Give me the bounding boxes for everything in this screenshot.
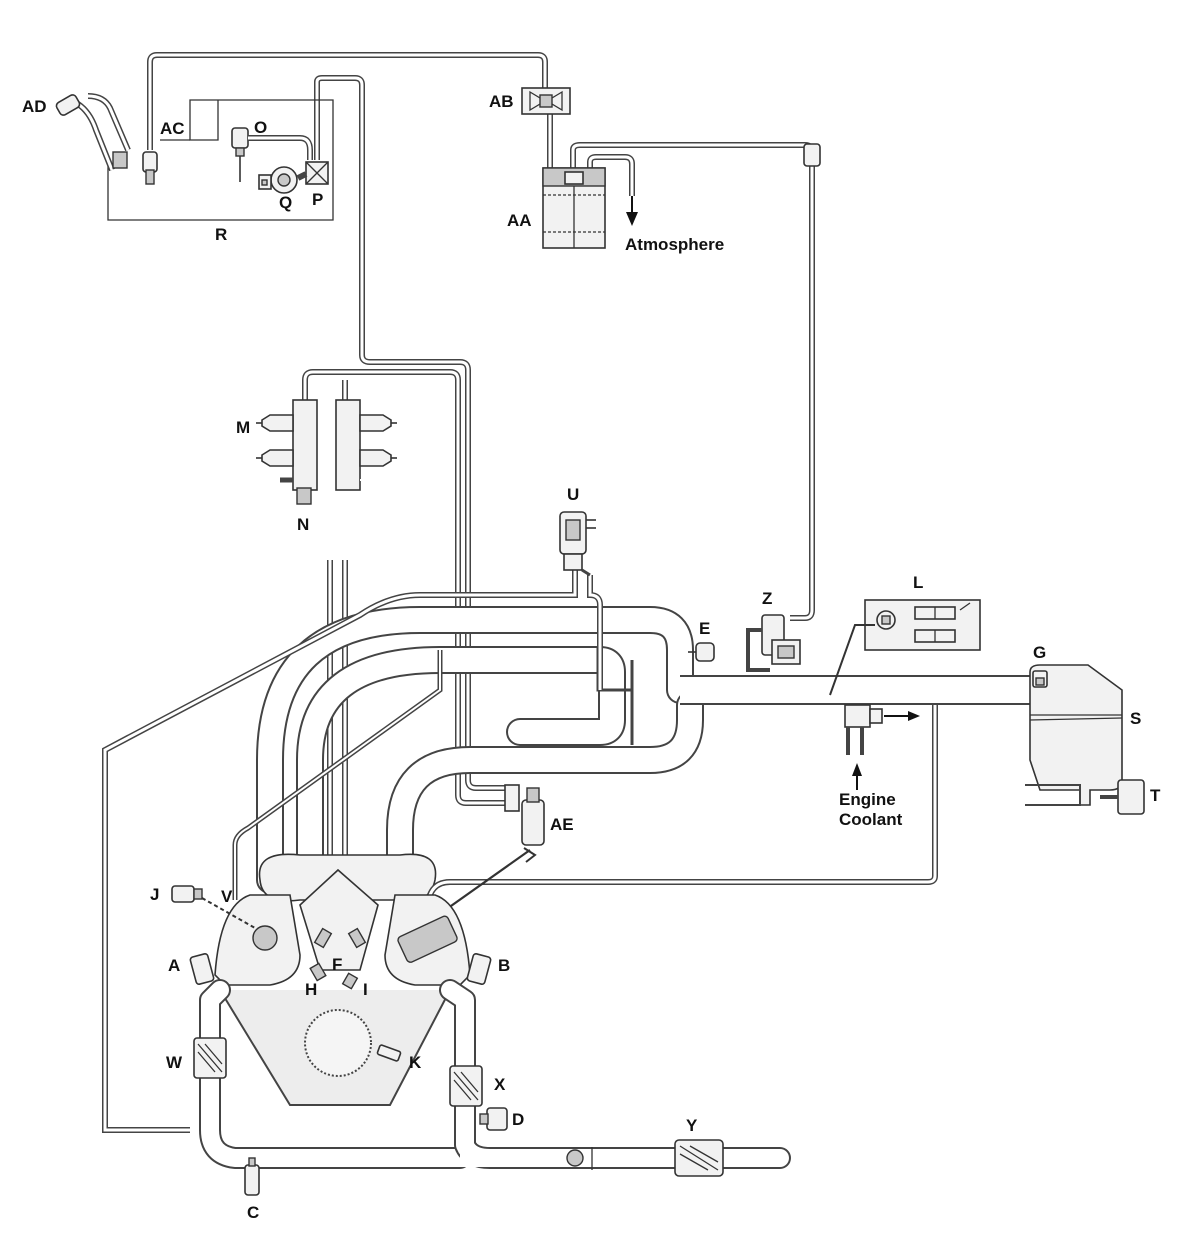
component-labels: AD AC O Q P R AB AA Atmosphere M N U E Z… [22,92,1161,1222]
label-j: J [150,885,159,904]
fuel-pump-module-sensor [231,127,313,182]
engine-block [214,868,471,1106]
label-x: X [494,1075,506,1094]
coolant-return-line [427,705,938,897]
fuel-tank-outline [55,93,334,221]
label-m: M [236,418,250,437]
oxygen-sensor-a [189,953,215,985]
engine-coolant-label-2: Coolant [839,810,903,829]
label-c: C [247,1203,259,1222]
intake-ducting [232,606,1030,902]
resonator-t [1100,779,1145,815]
label-h: H [305,980,317,999]
label-ad: AD [22,97,47,116]
label-z: Z [762,589,772,608]
label-i: I [363,980,368,999]
fuel-injectors [256,414,397,467]
label-e: E [699,619,710,638]
label-ac: AC [160,119,185,138]
egr-vacuum-solenoid [559,511,596,577]
label-l: L [913,573,923,592]
atmosphere-label: Atmosphere [625,235,724,254]
oxygen-sensor-c [244,1157,260,1196]
crankshaft-sensor-k [376,1044,402,1062]
canister-close-valve [746,614,801,672]
knock-sensor-i [341,972,359,990]
evap-canister [542,167,606,249]
fuel-filler-cap [55,94,81,116]
label-p: P [312,190,323,209]
fuel-pump [258,166,298,194]
g-sensor [1032,670,1048,688]
label-v: V [221,887,233,906]
label-n: N [297,515,309,534]
fuel-rails [256,399,397,860]
label-r: R [215,225,227,244]
label-ae: AE [550,815,574,834]
knock-sensor-h [309,962,327,982]
intake-air-temp-sensor [688,642,715,662]
label-d: D [512,1110,524,1129]
label-ab: AB [489,92,514,111]
pcv-line [102,570,603,1133]
label-a: A [168,956,180,975]
canister-purge-valve [521,87,571,115]
label-s: S [1130,709,1141,728]
label-o: O [254,118,267,137]
filler-neck-valve [112,151,128,169]
label-w: W [166,1053,183,1072]
label-g: G [1033,643,1046,662]
atmosphere-arrow [626,196,638,226]
label-f: F [332,955,342,974]
camshaft-sensor-j [171,885,256,929]
mass-air-flow-sensor [829,599,981,696]
oxygen-sensor-b [466,953,492,985]
label-q: Q [279,193,292,212]
label-u: U [567,485,579,504]
label-y: Y [686,1116,698,1135]
label-t: T [1150,786,1161,805]
fuel-tank-pressure-sensor [142,151,158,185]
oxygen-sensor-d [479,1107,508,1131]
fuel-rail-pressure-sensor [296,487,312,505]
fuel-filter [296,161,329,185]
engine-coolant-arrow [852,763,862,790]
canister-vent-filter [803,143,821,167]
exhaust-system [193,979,791,1177]
label-k: K [409,1053,422,1072]
fuel-pressure-regulator [409,784,545,936]
label-b: B [498,956,510,975]
engine-coolant-label-1: Engine [839,790,896,809]
label-aa: AA [507,211,532,230]
coolant-outlet [844,704,920,755]
